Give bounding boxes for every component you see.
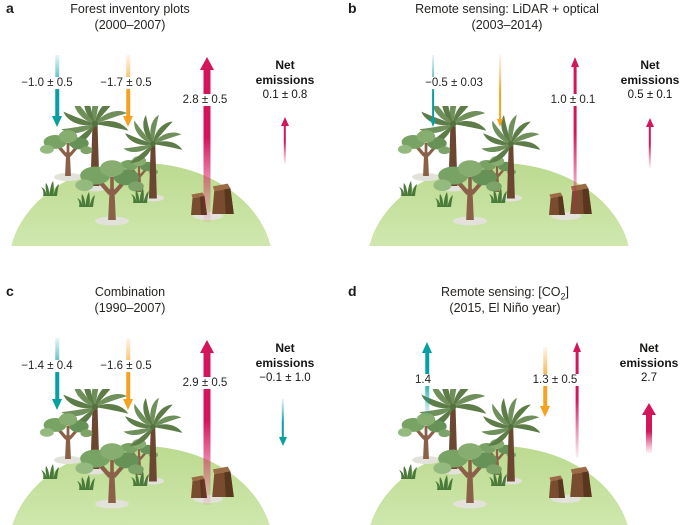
forest-illustration	[366, 106, 636, 246]
arrow-head	[497, 119, 503, 127]
net-label-line2: emissions	[620, 72, 680, 87]
arrow-head	[200, 57, 214, 70]
panel-period: (1990–2007)	[94, 301, 166, 315]
degradation-value: −1.6 ± 0.5	[97, 360, 155, 372]
arrow-head	[281, 117, 289, 126]
net-value: 0.1 ± 0.8	[262, 89, 308, 101]
panel-title-text: Remote sensing: LiDAR + optical	[415, 2, 599, 16]
uptake-value: −0.5 ± 0.03	[422, 77, 486, 89]
arrow-shaft	[648, 125, 652, 168]
arrow-head	[279, 437, 287, 446]
net-value: 0.5 ± 0.1	[627, 89, 673, 101]
panel-letter: a	[6, 0, 14, 16]
net-value: 2.7	[640, 372, 657, 384]
panel-title: Remote sensing: LiDAR + optical	[377, 1, 637, 22]
forest-illustration	[8, 389, 278, 525]
arrow-head	[430, 119, 436, 127]
degradation-value: −1.7 ± 0.5	[97, 77, 155, 89]
panel-title-tail: ]	[565, 285, 569, 299]
net-label-line1: Net	[639, 341, 659, 355]
uptake-value: −1.0 ± 0.5	[18, 77, 76, 89]
arrow-shaft	[646, 413, 652, 453]
net-label-line2: emissions	[255, 72, 315, 87]
panel-title-text: Forest inventory plots	[70, 2, 190, 16]
arrow-shaft	[283, 124, 287, 164]
net-label-line1: Net	[275, 58, 295, 72]
panel-title-text: Remote sensing: [CO	[441, 285, 561, 299]
panel-letter: d	[348, 283, 357, 299]
net-value: −0.1 ± 1.0	[259, 372, 311, 384]
arrow-head	[52, 399, 62, 410]
arrow-shaft	[575, 350, 579, 458]
deforestation-value: 2.8 ± 0.5	[179, 94, 231, 106]
arrow-shaft	[499, 55, 501, 121]
arrow-head	[646, 118, 654, 127]
panel-period: (2003–2014)	[471, 18, 543, 32]
net-emissions-block: Net emissions 2.7	[620, 341, 679, 384]
arrow-head	[573, 342, 581, 352]
net-emissions-block: Net emissions 0.5 ± 0.1	[621, 58, 680, 101]
net-emissions-block: Net emissions 0.1 ± 0.8	[256, 58, 315, 101]
arrow-head	[422, 342, 432, 353]
deforestation-value: 1.0 ± 0.1	[547, 94, 599, 106]
net-label-line1: Net	[275, 341, 295, 355]
arrow-shaft	[203, 68, 211, 222]
panel-title: Combination	[20, 284, 240, 305]
panel-title: Forest inventory plots	[20, 1, 240, 22]
arrow-head	[200, 340, 214, 353]
arrow-head	[642, 403, 656, 415]
deforestation-value: 2.9 ± 0.5	[179, 377, 231, 389]
panel-letter: b	[348, 0, 357, 16]
arrow-head	[123, 399, 133, 410]
degradation-value: 1.3 ± 0.5	[529, 374, 581, 386]
forest-illustration	[366, 389, 636, 525]
net-label-line1: Net	[640, 58, 660, 72]
panel-period: (2015, El Niño year)	[449, 301, 561, 315]
forest-illustration	[8, 106, 278, 246]
arrow-shaft	[281, 399, 285, 439]
uptake-value: −1.4 ± 0.4	[18, 360, 76, 372]
panel-title-text: Combination	[94, 285, 166, 299]
panel-letter: c	[6, 283, 14, 299]
arrow-head	[52, 116, 62, 127]
panel-title-subscript: 2	[560, 291, 566, 302]
panel-title: Remote sensing: [CO2]	[375, 284, 635, 305]
net-emissions-block: Net emissions −0.1 ± 1.0	[256, 341, 315, 384]
net-label-line2: emissions	[255, 355, 315, 370]
arrow-head	[571, 57, 579, 67]
uptake-value: 1.4	[412, 374, 434, 386]
arrow-shaft	[573, 65, 577, 215]
arrow-shaft	[203, 351, 211, 505]
net-label-line2: emissions	[619, 355, 679, 370]
panel-period: (2000–2007)	[94, 18, 166, 32]
arrow-head	[540, 406, 550, 417]
arrow-head	[123, 116, 133, 127]
